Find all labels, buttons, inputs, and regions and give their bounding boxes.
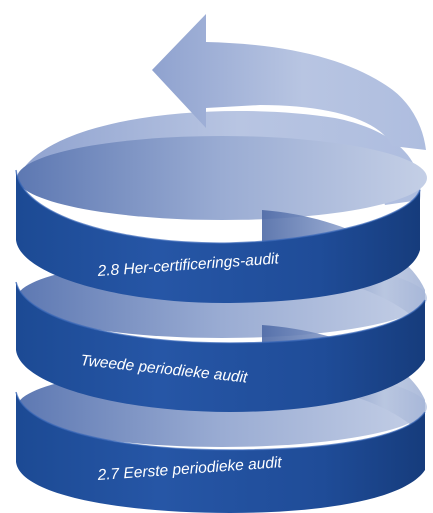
arrow-head [152,14,426,150]
spiral-front-band-middle [16,282,425,412]
spiral-front-band-top [16,170,420,304]
band-highlight-bottom [15,391,426,451]
band-highlight-top [15,169,421,244]
ring-inner-top [17,136,427,220]
spiral-front-band-bottom [16,392,425,513]
band-highlight-middle [15,281,426,344]
